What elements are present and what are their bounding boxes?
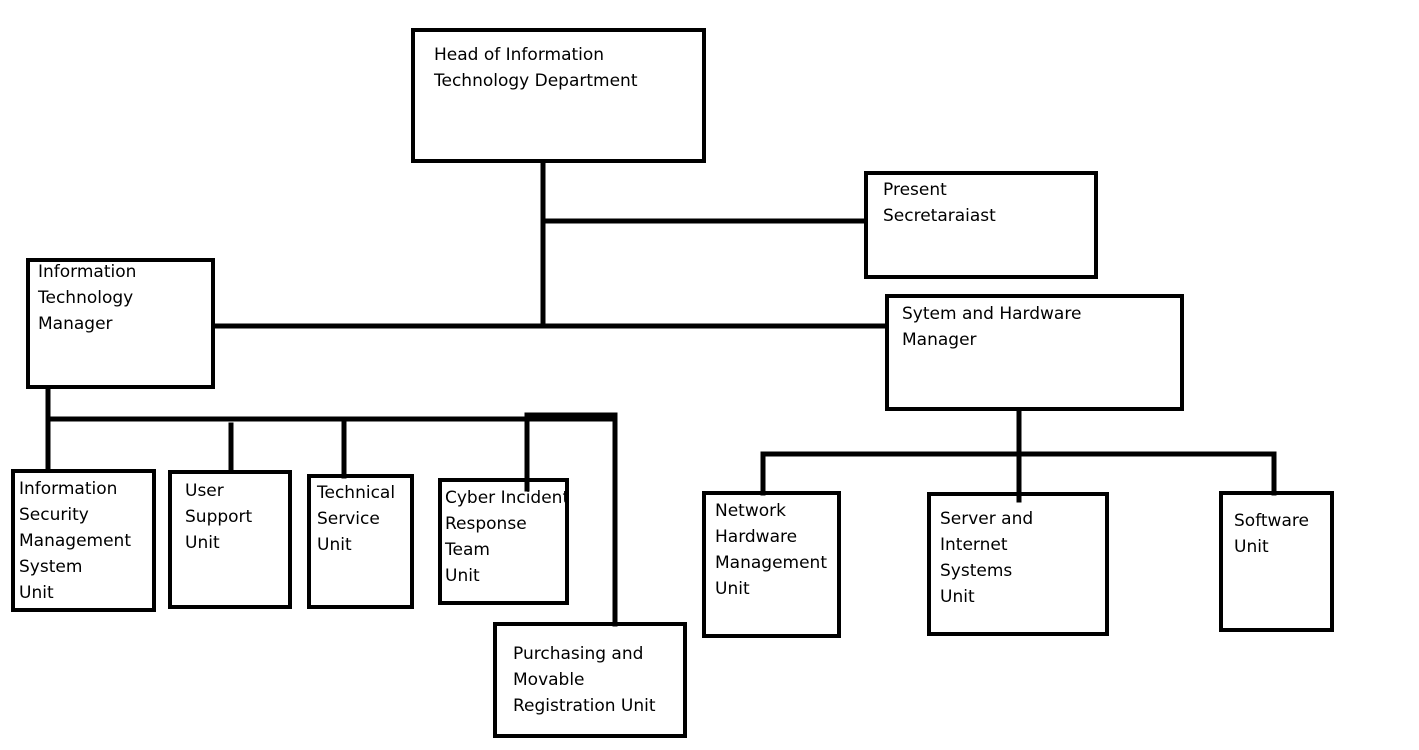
it-manager-label: Information Technology Manager: [38, 262, 137, 334]
system-hardware-manager-label: Sytem and Hardware Manager: [902, 304, 1082, 350]
head-box: [411, 28, 706, 163]
technical-service-unit-label: Technical Service Unit: [317, 483, 396, 555]
user-support-unit-box: [168, 470, 292, 609]
cyber-incident-unit-label: Cyber Incident Response Team Unit: [445, 488, 570, 586]
cyber-incident-unit-box: [438, 478, 569, 605]
network-hardware-unit-box: [702, 491, 841, 638]
network-hardware-unit-label: Network Hardware Management Unit: [715, 501, 827, 599]
technical-service-unit-box: [307, 474, 414, 609]
secretariat-label: Present Secretaraiast: [883, 180, 996, 226]
isms-unit-box: [11, 469, 156, 612]
purchasing-unit-label: Purchasing and Movable Registration Unit: [513, 644, 656, 716]
head-label: Head of Information Technology Departmen…: [434, 45, 638, 91]
server-internet-unit-label: Server and Internet Systems Unit: [940, 509, 1034, 607]
isms-unit-label: Information Security Management System U…: [19, 479, 131, 603]
server-internet-unit-box: [927, 492, 1109, 636]
it-manager-box: [26, 258, 215, 389]
system-hardware-manager-box: [885, 294, 1184, 411]
software-unit-box: [1219, 491, 1334, 632]
software-unit-label: Software Unit: [1234, 511, 1309, 557]
user-support-unit-label: User Support Unit: [185, 481, 253, 553]
purchasing-unit-box: [493, 622, 687, 738]
secretariat-box: [864, 171, 1098, 279]
